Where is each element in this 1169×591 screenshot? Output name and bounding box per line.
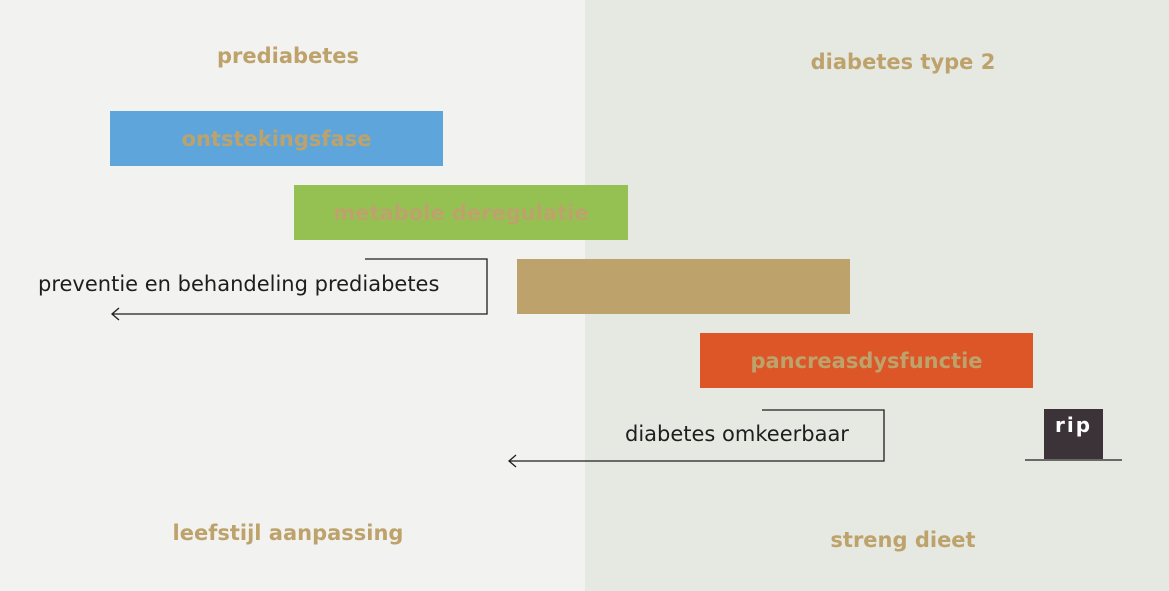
reversible-bracket-line xyxy=(509,409,885,462)
metabole-deregulatie-bar: metabole deregulatie xyxy=(294,185,628,240)
tombstone-icon: rip xyxy=(1044,409,1103,459)
streng-dieet-heading: streng dieet xyxy=(830,528,976,552)
prevention-bracket-line xyxy=(112,258,488,315)
unlabeled-phase-bar xyxy=(517,259,850,314)
tombstone-label: rip xyxy=(1054,413,1093,437)
ontstekingsfase-bar: ontstekingsfase xyxy=(110,111,443,166)
reversible-note: diabetes omkeerbaar xyxy=(625,422,849,446)
reversible-arrowhead xyxy=(508,454,517,468)
leefstijl-aanpassing-heading: leefstijl aanpassing xyxy=(172,521,404,545)
prediabetes-heading: prediabetes xyxy=(216,44,360,68)
prevention-note: preventie en behandeling prediabetes xyxy=(38,272,440,296)
prevention-arrowhead xyxy=(111,307,120,321)
diabetes-type-2-heading: diabetes type 2 xyxy=(810,50,996,74)
pancreasdysfunctie-bar: pancreasdysfunctie xyxy=(700,333,1033,388)
